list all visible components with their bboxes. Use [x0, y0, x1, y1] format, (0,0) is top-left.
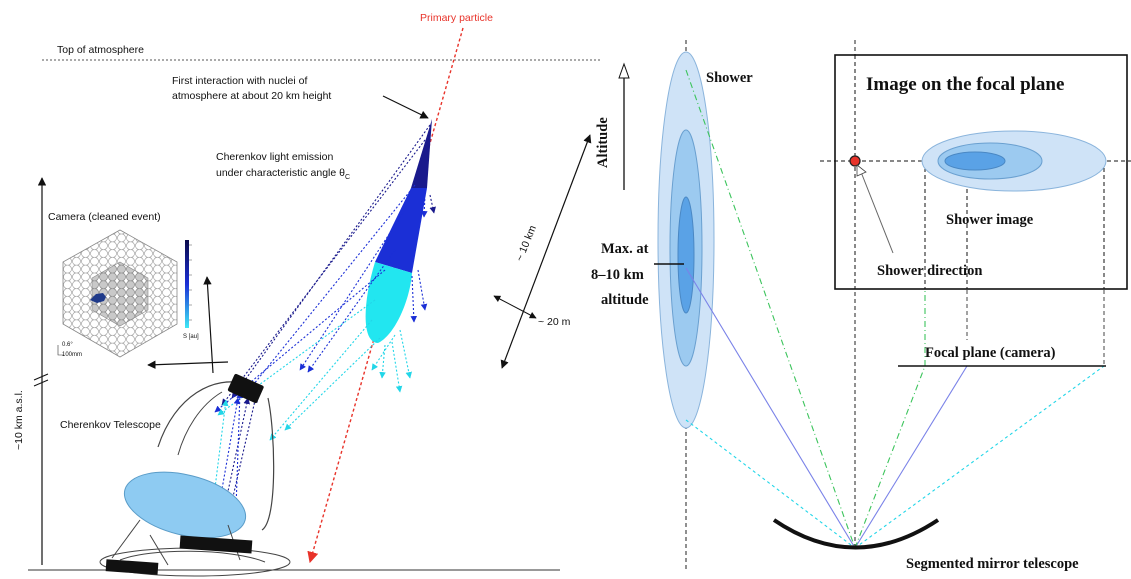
camera-scale-marker-2: 100mm: [62, 352, 82, 358]
shower-segment-middle: [375, 188, 427, 273]
camera-scale-ticks: [189, 244, 192, 321]
cherenkov-light-rays: [211, 124, 436, 513]
camera-scale-label: S [au]: [183, 334, 199, 340]
shower-label: Shower: [706, 70, 753, 86]
first-interaction-pointer: [382, 95, 429, 119]
shower-direction-label: Shower direction: [877, 263, 982, 279]
shower-image-core: [944, 151, 1006, 171]
shower-width-label: ~ 20 m: [538, 316, 571, 328]
first-interaction-label-1: First interaction with nuclei of: [172, 75, 307, 87]
camera-hex-inner: [91, 261, 149, 327]
altitude-label: Altitude: [595, 117, 611, 168]
shower-image-label: Shower image: [946, 212, 1034, 228]
left-panel: Top of atmosphere Primary particle First…: [13, 12, 600, 577]
top-of-atmosphere-label: Top of atmosphere: [57, 44, 144, 56]
focal-plane-inset-title: Image on the focal plane: [866, 74, 1064, 95]
camera-colour-scale: [185, 240, 189, 328]
focal-plane-inset: Image on the focal plane Shower image Sh…: [820, 54, 1131, 290]
shower-width-arrow: [493, 295, 537, 319]
first-interaction-label-2: atmosphere at about 20 km height: [172, 90, 331, 102]
camera-label: Camera (cleaned event): [48, 211, 161, 223]
max-label-3: altitude: [601, 292, 649, 308]
shower-direction-pointer: [860, 171, 894, 254]
max-label-2: 8–10 km: [591, 267, 644, 283]
shower-length-arrow: [500, 134, 592, 369]
height-label: ~10 km a.s.l.: [13, 390, 25, 450]
primary-particle-label: Primary particle: [420, 12, 493, 24]
camera-to-inset-arrow-2: [147, 360, 229, 369]
shower-segment-top: [411, 119, 432, 188]
right-panel: Altitude Shower Max. at 8–10 km altitude…: [591, 40, 1131, 572]
shower-direction-marker: [849, 155, 861, 167]
cherenkov-emission-label-2: under characteristic angle θC: [216, 167, 350, 181]
camera-inset: S [au] 0.6° 100mm: [57, 229, 199, 358]
segmented-mirror: [772, 518, 940, 550]
shower-length-label: ~ 10 km: [514, 223, 539, 263]
air-shower-cone: [365, 119, 432, 343]
camera-event-spot: [90, 293, 106, 303]
shower-ellipses: [657, 51, 715, 429]
telescope-label: Cherenkov Telescope: [60, 419, 161, 431]
shower-segment-bottom: [365, 262, 412, 343]
camera-scale-marker-1: 0.6°: [62, 342, 73, 348]
mirror-label: Segmented mirror telescope: [906, 556, 1079, 572]
height-scale: ~10 km a.s.l.: [13, 177, 49, 565]
telescope-camera-box: [227, 373, 264, 404]
camera-to-inset-arrow-1: [203, 276, 214, 374]
cherenkov-telescope: [99, 373, 291, 577]
max-label-1: Max. at: [601, 241, 649, 257]
telescope-mirror-dish: [123, 471, 247, 539]
cherenkov-emission-label-1: Cherenkov light emission: [216, 151, 333, 163]
focal-plane-label: Focal plane (camera): [925, 345, 1056, 361]
